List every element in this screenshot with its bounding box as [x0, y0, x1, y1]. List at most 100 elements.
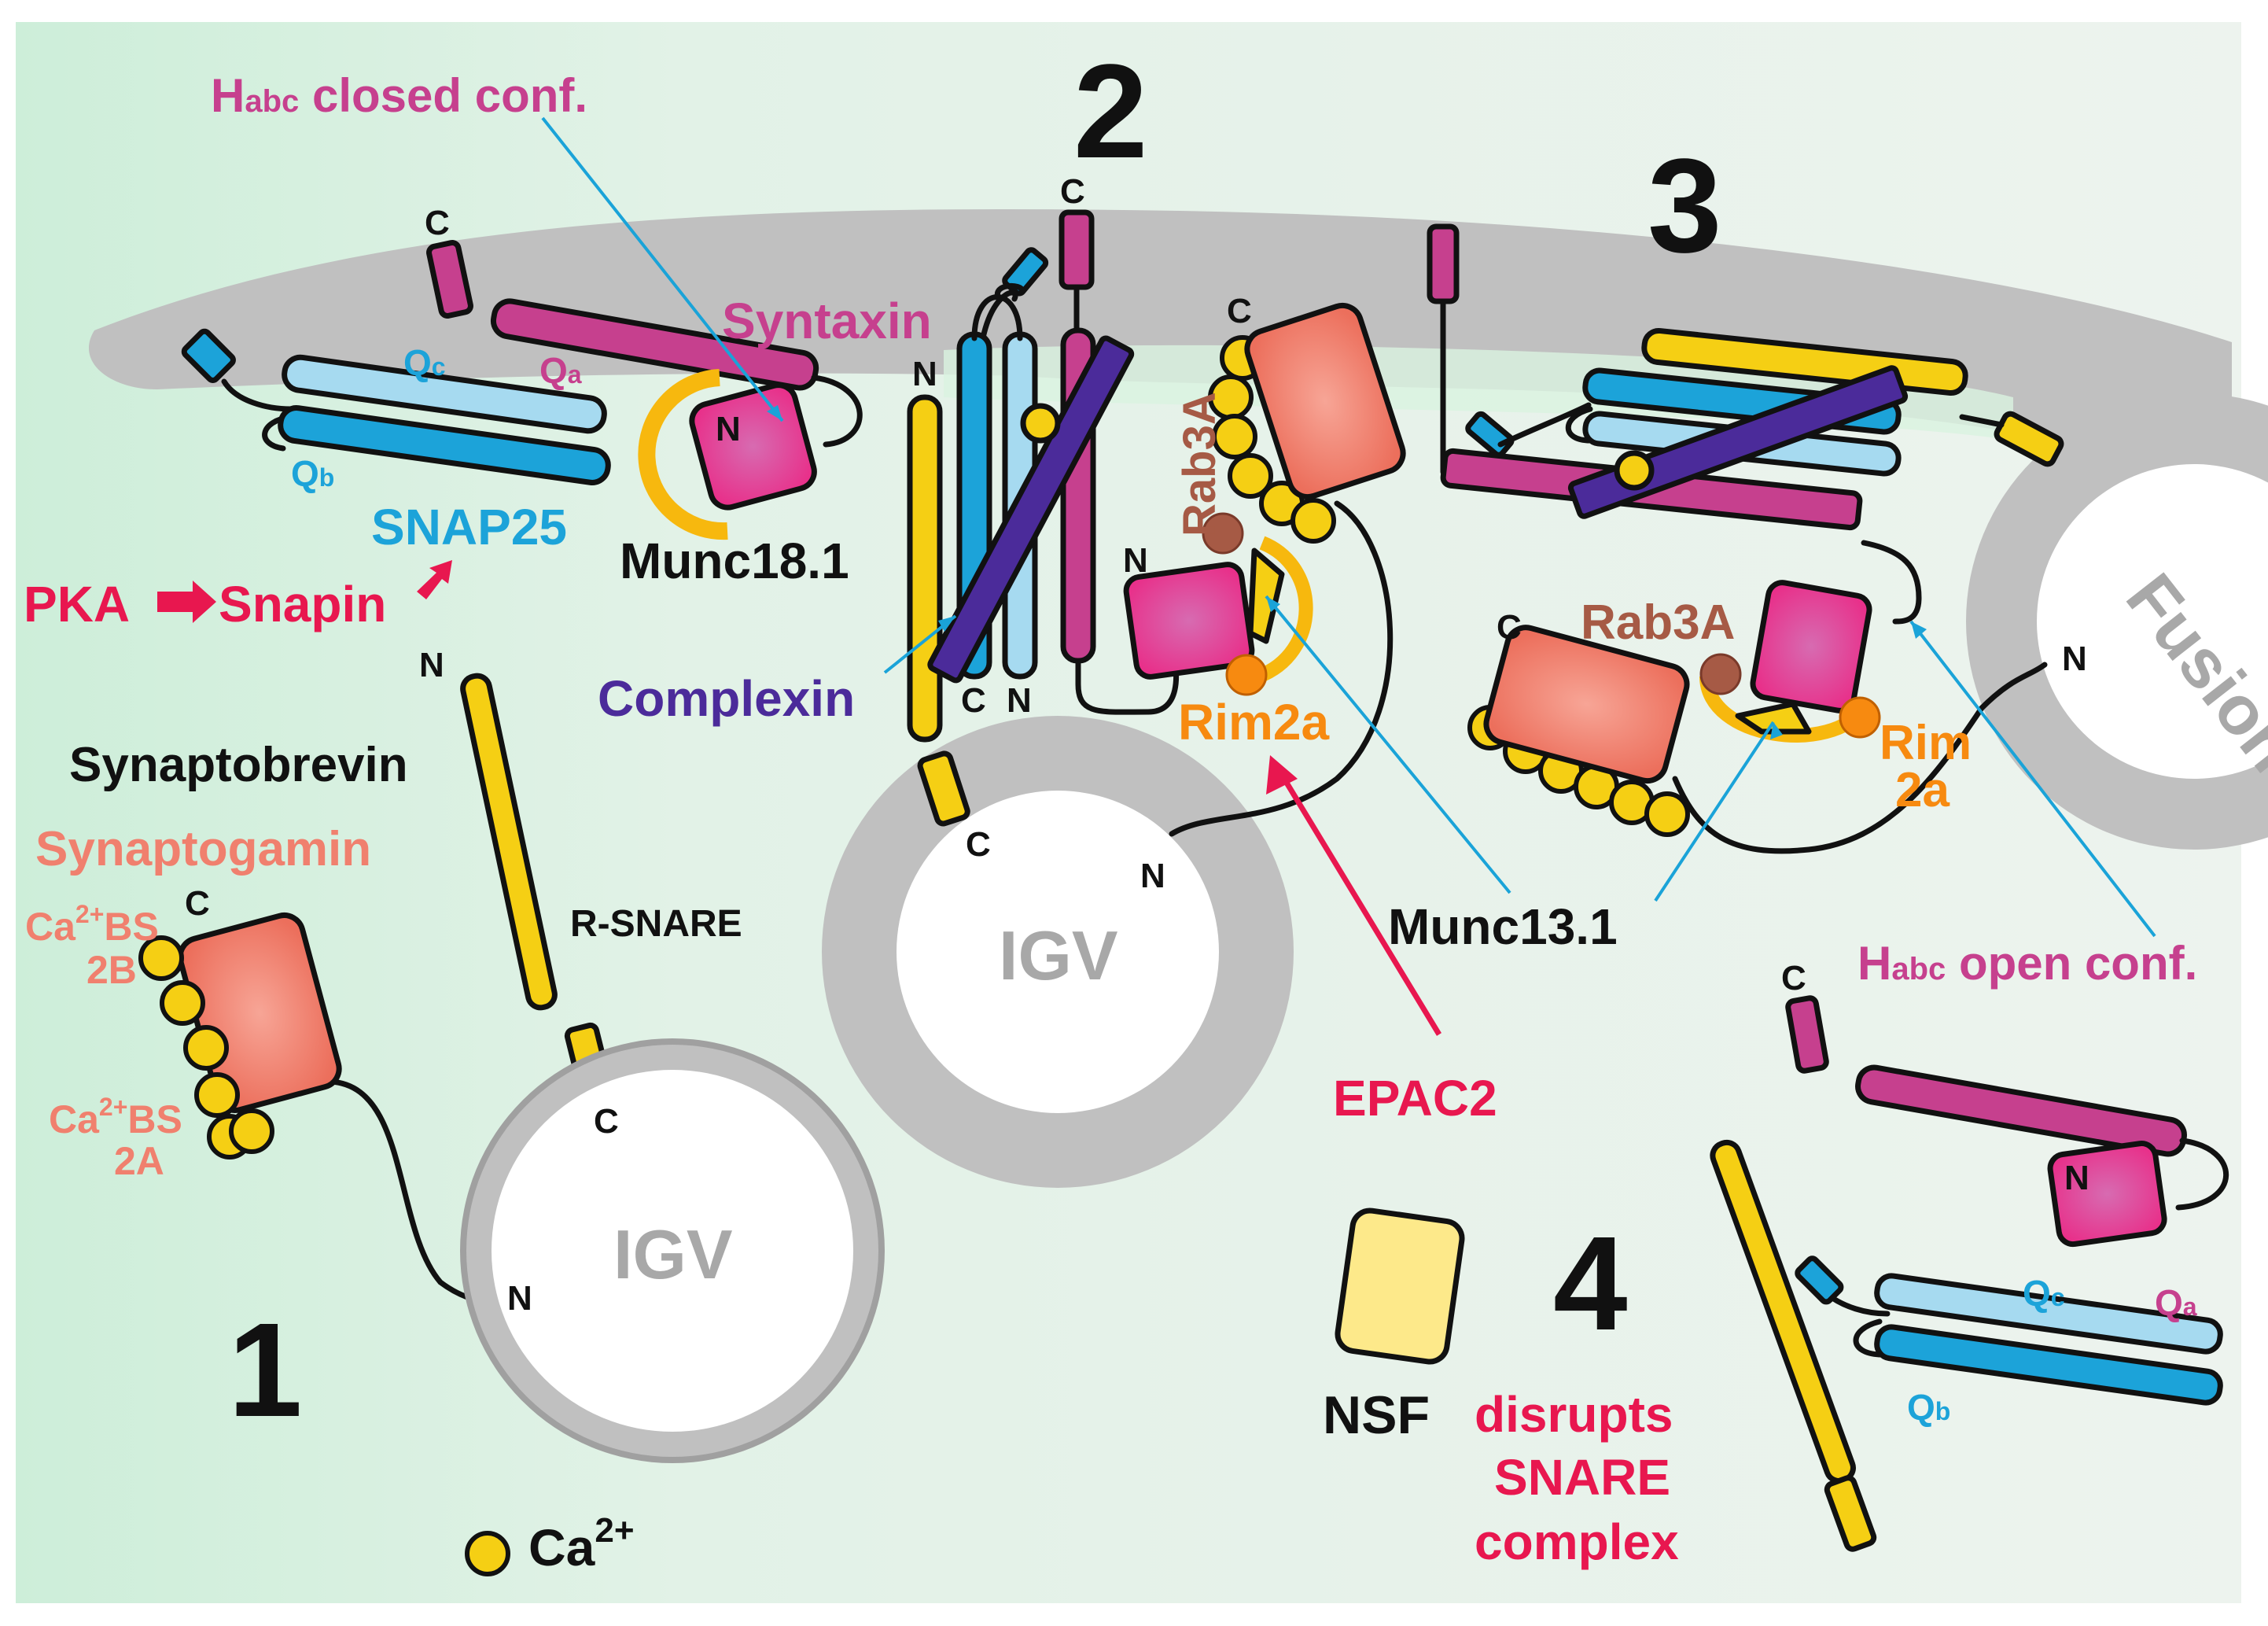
- disrupts-label-3: complex: [1475, 1514, 1679, 1570]
- step-3-number: 3: [1648, 131, 1722, 281]
- syntaxin-qa-helix: [490, 298, 819, 391]
- term-n-syt: N: [507, 1279, 532, 1318]
- rim2a-dot-3: [1839, 696, 1881, 739]
- synaptobrevin-2-tmd: [917, 750, 970, 827]
- habc-open-label: Habc open conf.: [1857, 937, 2197, 990]
- bs-2a-label: 2A: [114, 1139, 164, 1183]
- munc18-label: Munc18.1: [620, 533, 849, 589]
- snap25-3-hairpin: [1565, 406, 1593, 444]
- synaptobrevin-helix: [460, 673, 558, 1011]
- snap25-tmd: [181, 328, 236, 383]
- syntaxin-3-tmd: [1427, 223, 1460, 304]
- disrupts-label-1: disrupts: [1475, 1386, 1673, 1443]
- nsf-box: [1335, 1208, 1465, 1365]
- pointer-head-munc13-b: [1770, 722, 1783, 739]
- qa-label-4: Qa: [2155, 1282, 2197, 1323]
- r-snare-label: R-SNARE: [570, 903, 742, 945]
- step-2-number: 2: [1073, 37, 1148, 186]
- pointer-head-habc: [767, 405, 782, 421]
- snap25-4-qc: [1874, 1273, 2223, 1355]
- pointer-habc-open: [1909, 620, 2156, 938]
- complexin-label: Complexin: [598, 670, 855, 727]
- rab3a-dot-2: [1202, 512, 1244, 555]
- fusion-pore: Fusion: [1966, 393, 2268, 850]
- term-c-3: C: [1497, 608, 1522, 647]
- snap25-4-qb: [1874, 1324, 2223, 1406]
- term-c-2c: C: [1227, 292, 1252, 330]
- pointer-lines: [541, 116, 2156, 938]
- calcium-ion: [1290, 498, 1336, 544]
- complexin-3-helix: [1567, 365, 1909, 519]
- snap25-qb-helix: [278, 405, 611, 485]
- synaptobrevin-2-helix: [907, 394, 943, 743]
- ca-bs-2b-label: Ca2+BS: [25, 900, 159, 949]
- pointer-head-munc13: [1266, 596, 1280, 612]
- step-4-group: [1335, 995, 2229, 1552]
- munc13-2-wedge: [1247, 548, 1285, 644]
- munc13-label: Munc13.1: [1388, 898, 1618, 955]
- snap25-4-hairpin: [1853, 1318, 1883, 1358]
- rab3a-label-3: Rab3A: [1581, 595, 1735, 650]
- synaptobrevin-3-link: [1959, 414, 2005, 428]
- term-n-2d: N: [1123, 541, 1148, 580]
- snap25-4-linker: [1829, 1295, 1891, 1317]
- ca-legend-label: Ca2+: [528, 1511, 635, 1576]
- term-n-4: N: [2064, 1159, 2089, 1197]
- calcium-ion: [229, 1108, 274, 1154]
- terminus-labels: C N N C C N C N C N C N N C C N C N: [185, 172, 2089, 1318]
- calcium-ions: [138, 335, 1690, 1576]
- pointer-habc-closed: [541, 116, 784, 422]
- term-c-2b: C: [966, 825, 991, 864]
- igv-2-lumen: [897, 791, 1219, 1113]
- term-c-4: C: [1781, 959, 1806, 997]
- term-n-2a: N: [912, 355, 937, 393]
- igv-1-lumen: [492, 1070, 853, 1432]
- disrupts-label-2: SNARE: [1494, 1449, 1670, 1506]
- term-n-3: N: [2062, 640, 2087, 678]
- snapin-arrow: [417, 560, 452, 599]
- rab3a-label-2: Rab3A: [1174, 392, 1225, 536]
- snap25-qc-helix: [282, 354, 607, 434]
- calcium-ion: [183, 1025, 229, 1071]
- syntaxin-label: Syntaxin: [722, 293, 932, 349]
- term-c-sybb: C: [594, 1102, 619, 1141]
- calcium-legend-dot: [465, 1531, 510, 1576]
- term-c-1: C: [425, 204, 450, 242]
- calcium-ion: [160, 980, 205, 1026]
- term-c-syt: C: [185, 884, 210, 923]
- pointer-head-habc-open: [1911, 621, 1927, 639]
- munc18-box-closed: [689, 382, 817, 511]
- qc-label-4: Qc: [2023, 1273, 2065, 1314]
- igv-2-label: IGV: [999, 916, 1118, 994]
- synaptotagmin-2-linker: [1169, 500, 1394, 837]
- calcium-ion: [1644, 791, 1690, 837]
- syntaxin-4-linker: [2175, 1137, 2229, 1211]
- term-n-1: N: [716, 410, 741, 448]
- calcium-ion: [194, 1072, 240, 1118]
- rab3a-dot-3: [1699, 653, 1742, 695]
- synaptogamin-label: Synaptogamin: [35, 822, 371, 876]
- rim-label-3: Rim: [1880, 716, 1972, 770]
- term-c-2: C: [1060, 172, 1085, 211]
- text-labels: 1 2 3 4 Habc closed conf. Syntaxin Qa Qc…: [24, 37, 2197, 1576]
- ca-bs-2a-label: Ca2+BS: [49, 1093, 182, 1141]
- rim2a-label-2: Rim2a: [1178, 694, 1330, 750]
- munc18-ring-closed: [638, 369, 728, 540]
- snap25-label: SNAP25: [371, 499, 567, 555]
- synaptobrevin-4-tmd: [1824, 1475, 1877, 1552]
- step-3-group: [1427, 223, 2064, 854]
- snap25-4-tmd: [1795, 1255, 1844, 1305]
- habc-closed-label: Habc closed conf.: [211, 69, 587, 122]
- snapin-label: Snapin: [219, 576, 386, 632]
- calcium-ion: [1212, 414, 1257, 459]
- term-c-2a: C: [961, 681, 986, 720]
- snap25-linker: [221, 378, 294, 412]
- complexin-3-ca: [1614, 450, 1655, 491]
- snap25-2-hairpin: [971, 294, 1023, 341]
- calcium-ion: [138, 935, 184, 981]
- syntaxin-4-tmd: [1785, 995, 1829, 1074]
- rim2a-ring-2: [1255, 536, 1313, 684]
- synaptotagmin-2-c2: [1244, 302, 1406, 500]
